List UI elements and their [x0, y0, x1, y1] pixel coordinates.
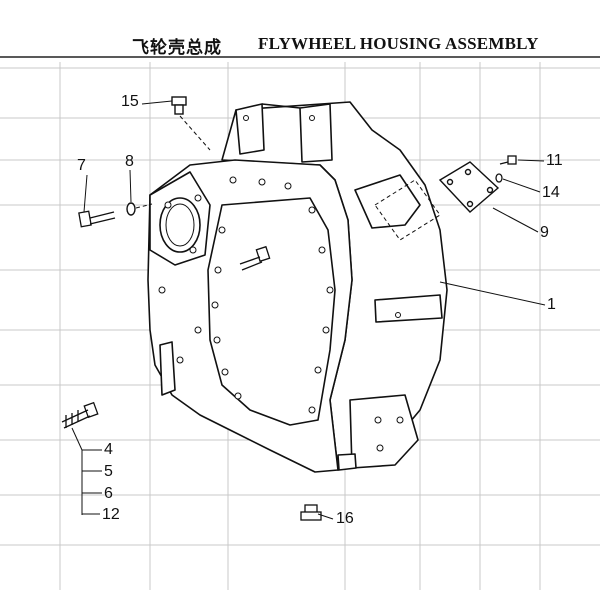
callout-4: 4 — [104, 441, 113, 458]
bolt-inner — [239, 245, 271, 271]
plug-part-16 — [300, 504, 322, 521]
washer-part-8 — [126, 202, 136, 216]
plug-part-15 — [171, 96, 187, 115]
screw-part-11 — [499, 155, 517, 165]
callout-1: 1 — [547, 296, 556, 313]
callout-14: 14 — [542, 184, 560, 201]
callout-5: 5 — [104, 463, 113, 480]
callout-7: 7 — [77, 157, 86, 174]
mount-hole — [159, 197, 201, 253]
callout-11: 11 — [546, 152, 563, 169]
title-english: FLYWHEEL HOUSING ASSEMBLY — [258, 34, 539, 53]
cover-plate-part-9 — [438, 161, 500, 213]
callout-12: 12 — [102, 506, 120, 523]
callout-15: 15 — [121, 93, 139, 110]
title-chinese: 飞轮壳总成 — [132, 38, 222, 58]
callout-8: 8 — [125, 153, 134, 170]
bolt-part-7 — [78, 210, 116, 228]
callout-9: 9 — [540, 224, 549, 241]
callout-16: 16 — [336, 510, 354, 527]
flywheel-housing — [147, 101, 448, 473]
washer-part-14 — [495, 173, 503, 183]
stud-parts-4-5-6-12 — [61, 401, 99, 429]
flange-bolt-holes — [158, 115, 404, 452]
callout-6: 6 — [104, 485, 113, 502]
leader-lines — [71, 100, 546, 520]
